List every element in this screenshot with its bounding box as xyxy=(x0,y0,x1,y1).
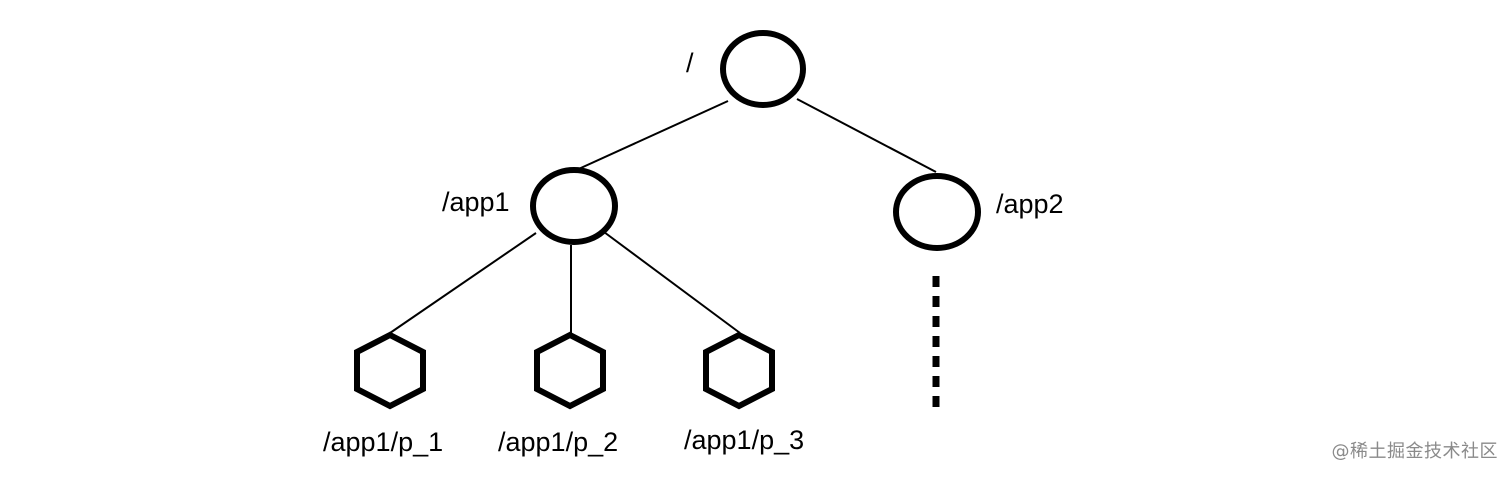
edge-app1-p1 xyxy=(389,232,537,334)
label-app2: /app2 xyxy=(996,189,1064,219)
edge-root-app2 xyxy=(796,98,937,173)
label-root: / xyxy=(686,48,694,78)
label-p1: /app1/p_1 xyxy=(323,427,443,457)
node-root xyxy=(720,30,806,108)
node-app1 xyxy=(530,167,618,245)
node-app2 xyxy=(893,173,981,251)
label-p3: /app1/p_3 xyxy=(684,425,804,455)
node-p3 xyxy=(703,331,775,410)
label-app1: /app1 xyxy=(442,187,510,217)
edge-root-app1 xyxy=(571,100,729,173)
edge-app1-p3 xyxy=(603,231,741,334)
edges xyxy=(389,98,937,334)
watermark-text: @稀土掘金技术社区 xyxy=(1331,441,1498,462)
node-p2 xyxy=(534,331,606,410)
label-p2: /app1/p_2 xyxy=(498,427,618,457)
node-p1 xyxy=(354,331,426,410)
